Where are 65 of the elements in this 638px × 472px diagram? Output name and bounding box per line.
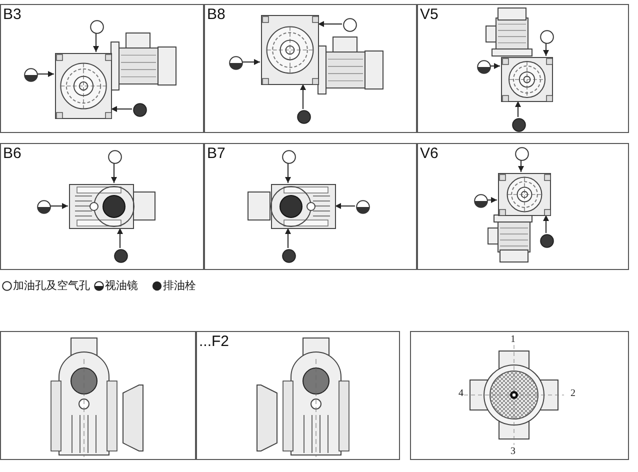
half-circle-icon [24, 68, 38, 82]
view-label: V5 [420, 7, 438, 22]
arrow [110, 106, 132, 112]
gearbox-drawing [69, 184, 134, 229]
arrow [117, 228, 123, 248]
solid-circle-icon [297, 110, 311, 124]
arrow [543, 42, 549, 56]
view-label: B3 [3, 7, 22, 22]
view-panel [410, 331, 629, 460]
view-panel [0, 143, 204, 270]
gearbox-drawing [271, 184, 336, 229]
hollow-circle-icon [282, 150, 296, 164]
solid-circle-icon [540, 234, 554, 248]
hollow-circle-icon [515, 147, 529, 161]
arrow [242, 59, 260, 65]
solid-circle-icon [114, 249, 128, 263]
hollow-circle-icon [540, 30, 554, 44]
view-panel [204, 143, 417, 270]
gearbox-drawing [55, 53, 112, 119]
view-panel [204, 4, 417, 133]
solid-circle-icon [512, 118, 526, 132]
view-label: B6 [3, 146, 22, 161]
view-label: V6 [420, 146, 438, 161]
half-circle-icon [356, 200, 370, 214]
arrow [50, 203, 68, 209]
position-number: 4 [458, 389, 464, 399]
legend-text: 视油镜 [105, 280, 138, 292]
arrow [285, 228, 291, 248]
legend-text: 排油栓 [163, 280, 196, 292]
arrow [36, 71, 54, 77]
half-circle-icon [474, 194, 488, 208]
arrow [93, 32, 99, 52]
arrow [300, 84, 306, 110]
solid-circle-icon [282, 249, 296, 263]
position-number: 1 [510, 335, 516, 345]
gearbox-drawing [501, 57, 553, 102]
view-panel [196, 331, 400, 460]
hollow-circle-icon [108, 150, 122, 164]
arrow [490, 63, 500, 69]
position-number: 2 [570, 389, 576, 399]
arrow [111, 162, 117, 184]
view-panel [417, 4, 629, 133]
arrow [486, 197, 498, 203]
half-circle-icon [477, 60, 491, 74]
solid-circle-icon [133, 103, 147, 117]
hollow-circle-icon [90, 20, 104, 34]
arrow [318, 21, 342, 27]
view-panel [0, 331, 196, 460]
view-panel [417, 143, 629, 270]
arrow [518, 160, 524, 172]
view-panel [0, 4, 204, 133]
arrow [543, 214, 549, 234]
view-label: B8 [207, 7, 226, 22]
view-label: B7 [207, 146, 226, 161]
arrow [334, 203, 356, 209]
half-circle-icon [229, 56, 243, 70]
view-label: ...F2 [199, 334, 230, 349]
position-number: 3 [510, 447, 516, 457]
hollow-circle-icon [343, 18, 357, 32]
gearbox-drawing [261, 15, 319, 85]
arrow [515, 100, 521, 118]
half-circle-icon [37, 200, 51, 214]
gearbox-drawing [498, 173, 551, 216]
legend-text: 加油孔及空气孔 [13, 280, 90, 292]
arrow [285, 162, 291, 184]
